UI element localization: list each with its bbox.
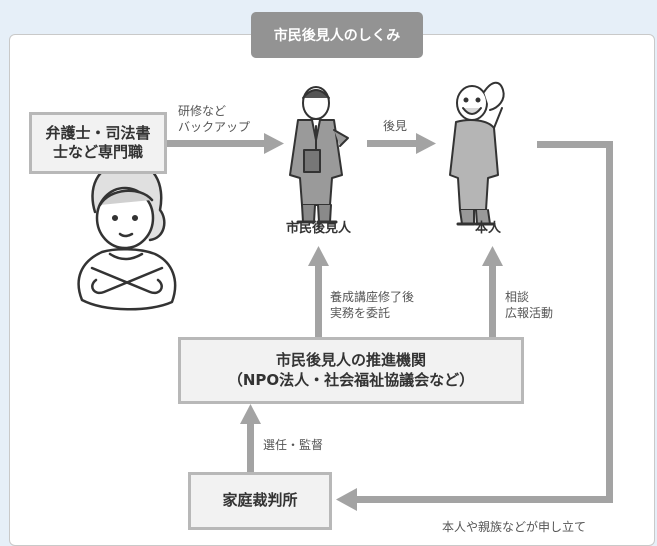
- promotion-org-line-1: 市民後見人の推進機関: [275, 351, 426, 369]
- training-label: 研修など バックアップ: [178, 103, 250, 135]
- consult-label: 相談 広報活動: [505, 289, 553, 321]
- experts-line-2: 士など専門職: [52, 143, 143, 161]
- arrow-petition: [336, 141, 613, 511]
- promotion-org-line-2: （NPO法人・社会福祉協議会など）: [227, 370, 475, 389]
- experts-box: 弁護士・司法書 士など専門職: [29, 112, 167, 174]
- experts-line-1: 弁護士・司法書: [45, 123, 151, 142]
- businessman-illustration: [289, 86, 349, 224]
- consult-line-1: 相談: [505, 290, 530, 304]
- entrust-line-1: 養成講座修了後: [330, 290, 415, 304]
- consult-line-2: 広報活動: [505, 306, 554, 321]
- arrow-consult: [482, 246, 503, 338]
- arrow-entrust: [308, 246, 329, 338]
- training-line-2: バックアップ: [178, 120, 251, 135]
- appoint-label: 選任・監督: [263, 438, 324, 452]
- family-court-box: 家庭裁判所: [188, 472, 332, 530]
- entrust-line-2: 実務を委託: [330, 306, 391, 321]
- arrow-training: [167, 133, 284, 154]
- arrow-appoint: [240, 404, 261, 472]
- promotion-org-box: 市民後見人の推進機関 （NPO法人・社会福祉協議会など）: [178, 337, 524, 404]
- entrust-label: 養成講座修了後 実務を委託: [330, 289, 414, 321]
- citizen-guardian-label: 市民後見人: [286, 221, 352, 236]
- petition-label: 本人や親族などが申し立て: [442, 520, 587, 534]
- family-court-label: 家庭裁判所: [222, 491, 298, 510]
- principal-label: 本人: [475, 221, 502, 236]
- training-line-1: 研修など: [178, 104, 227, 118]
- guardianship-label: 後見: [383, 119, 408, 133]
- diagram-title: 市民後見人のしくみ: [251, 12, 423, 58]
- woman-thinking-illustration: [77, 160, 177, 311]
- arrow-guardianship: [367, 133, 436, 154]
- elderly-man-illustration: [449, 81, 505, 226]
